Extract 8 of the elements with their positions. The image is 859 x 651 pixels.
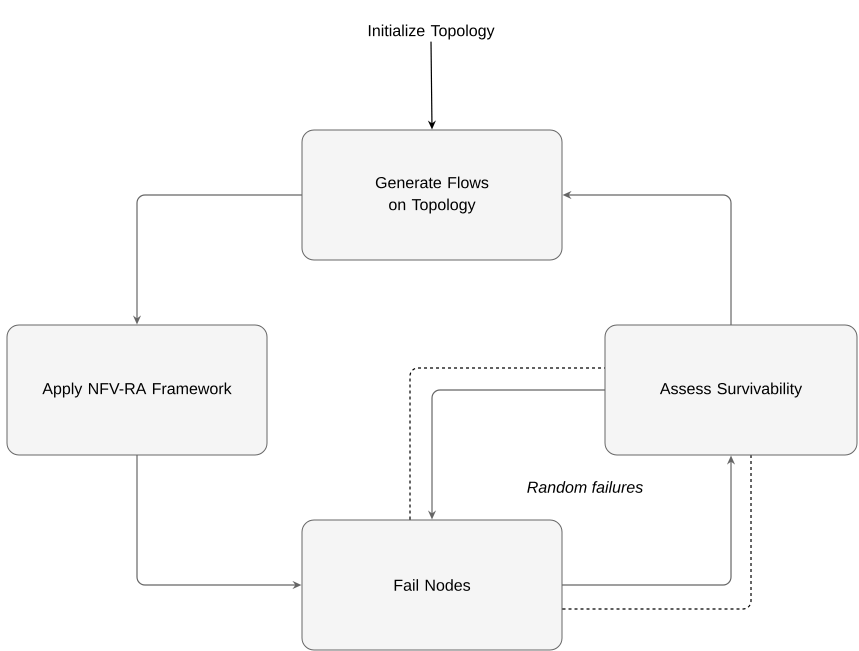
dashed-line — [562, 456, 752, 610]
process-box: Apply NFV-RA Framework — [6, 324, 268, 456]
annotation-label: Random failures — [527, 481, 643, 493]
start-label: Initialize Topology — [368, 24, 495, 40]
process-box: Generate Flows on Topology — [302, 130, 562, 260]
process-box: Fail Nodes — [302, 520, 562, 650]
dashed-line — [409, 367, 604, 520]
process-box: Assess Survivability — [604, 324, 858, 456]
